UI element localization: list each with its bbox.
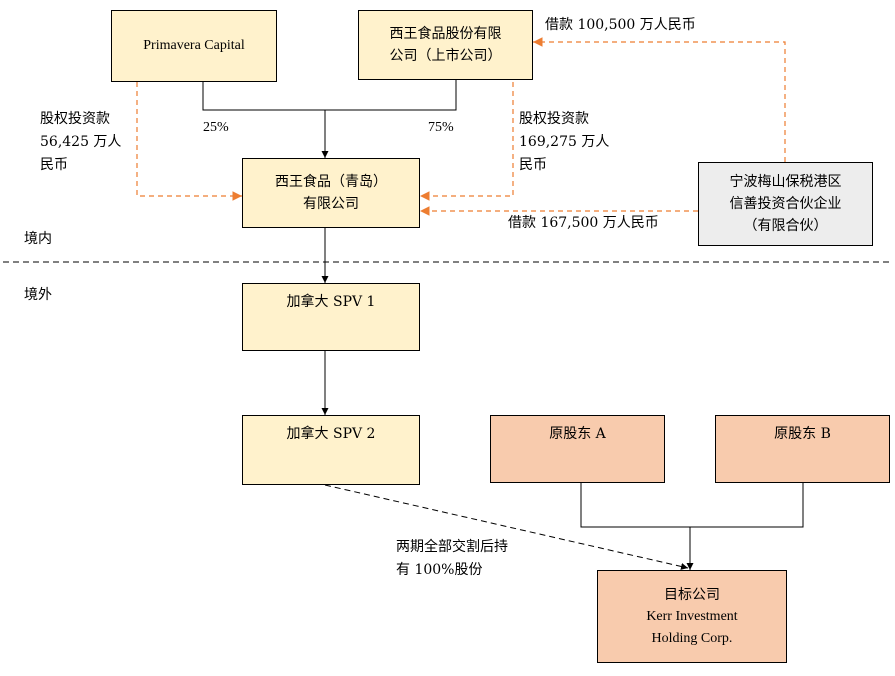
- ownership-connector: [202, 80, 457, 158]
- overseas-label: 境外: [24, 287, 52, 303]
- domestic-label: 境内: [24, 231, 52, 247]
- spv1-box: 加拿大 SPV 1: [242, 283, 420, 351]
- spv2-name: 加拿大 SPV 2: [286, 426, 376, 442]
- target-line-2: Kerr Investment: [646, 608, 738, 624]
- shareholder-a-name: 原股东 A: [549, 426, 606, 442]
- xiwang-listed-line-1: 西王食品股份有限: [389, 26, 502, 42]
- target-line-3: Holding Corp.: [651, 630, 733, 646]
- spv1-name: 加拿大 SPV 1: [286, 294, 376, 310]
- transfer-label: 两期全部交割后持 有 100%股份: [396, 536, 508, 582]
- shareholder-a-box: 原股东 A: [490, 415, 665, 483]
- equity-right-line-2: 169,275 万人: [519, 134, 610, 150]
- xiwang-listed-line-2: 公司（上市公司）: [389, 48, 502, 64]
- equity-left-line-3: 民币: [40, 157, 68, 173]
- loan-bottom-label: 借款 167,500 万人民币: [508, 215, 659, 231]
- xiwang-qingdao-line-2: 有限公司: [303, 196, 359, 212]
- funding-arrows: [136, 37, 786, 216]
- shareholder-connector: [580, 483, 804, 570]
- equity-left-line-2: 56,425 万人: [40, 134, 122, 150]
- loan-top-label: 借款 100,500 万人民币: [545, 17, 696, 33]
- primavera-capital-box: Primavera Capital: [111, 10, 277, 82]
- spv2-box: 加拿大 SPV 2: [242, 415, 420, 485]
- xiwang-qingdao-line-1: 西王食品（青岛）: [275, 174, 387, 190]
- ningbo-line-2: 信善投资合伙企业: [729, 196, 842, 212]
- pct-left-label: 25%: [203, 120, 229, 135]
- equity-left-line-1: 股权投资款: [40, 111, 110, 127]
- xiwang-listed-box: 西王食品股份有限 公司（上市公司）: [358, 10, 533, 80]
- transfer-line-2: 有 100%股份: [396, 562, 483, 578]
- equity-right-label: 股权投资款 169,275 万人 民币: [519, 108, 609, 177]
- pct-right-label: 75%: [428, 120, 454, 135]
- xiwang-qingdao-box: 西王食品（青岛） 有限公司: [242, 158, 420, 228]
- equity-right-line-1: 股权投资款: [519, 111, 589, 127]
- ningbo-line-3: （有限合伙）: [743, 218, 828, 234]
- transfer-line-1: 两期全部交割后持: [396, 539, 508, 555]
- primavera-capital-name: Primavera Capital: [143, 38, 245, 53]
- shareholder-b-box: 原股东 B: [715, 415, 890, 483]
- target-company-box: 目标公司 Kerr Investment Holding Corp.: [597, 570, 787, 663]
- shareholder-b-name: 原股东 B: [774, 426, 831, 442]
- equity-left-label: 股权投资款 56,425 万人 民币: [40, 108, 121, 177]
- ningbo-line-1: 宁波梅山保税港区: [729, 174, 842, 190]
- transfer-arrow: [324, 484, 689, 570]
- target-line-1: 目标公司: [664, 586, 720, 603]
- equity-right-line-3: 民币: [519, 157, 547, 173]
- ningbo-partnership-box: 宁波梅山保税港区 信善投资合伙企业 （有限合伙）: [698, 162, 873, 246]
